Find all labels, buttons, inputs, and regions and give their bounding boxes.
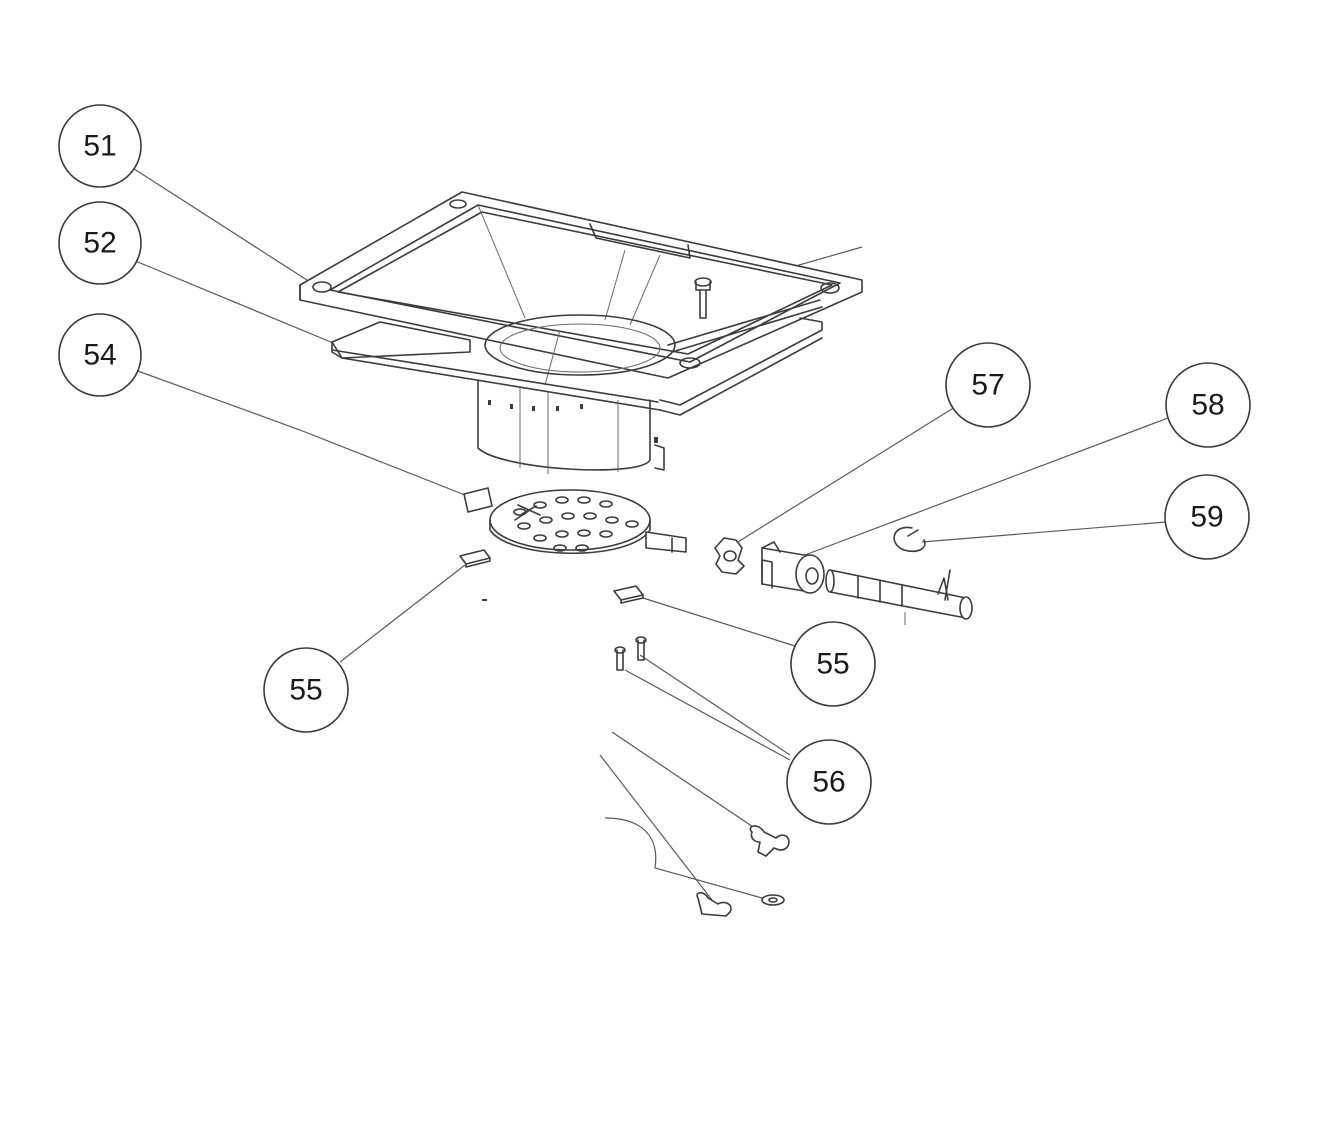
leader-wingnut-lower: [599, 754, 713, 901]
coupling-part-57: [714, 537, 745, 575]
callout-58: 58: [1165, 362, 1251, 448]
leader-51: [127, 164, 311, 283]
callout-label-54: 54: [83, 339, 116, 372]
callout-label-58: 58: [1191, 389, 1224, 422]
callout-59: 59: [1164, 474, 1250, 560]
speck: [482, 599, 487, 601]
callout-label-52: 52: [83, 227, 116, 260]
clip-part-55-left: [459, 549, 491, 568]
hopper-bolt: [694, 277, 712, 319]
leader-54: [134, 369, 466, 496]
wing-nut-upper: [749, 825, 790, 857]
e-clip-part-59: [893, 526, 926, 553]
wing-nut-lower: [696, 891, 732, 917]
leader-52: [132, 259, 339, 346]
leader-58: [804, 417, 1169, 556]
leader-56-b: [624, 669, 791, 761]
burn-pot-housing: [477, 379, 665, 474]
leader-57: [732, 406, 956, 546]
callout-54: 54: [58, 313, 142, 397]
hopper-frame-part-51: [299, 191, 863, 386]
callout-52: 52: [58, 201, 142, 285]
callout-label-55-left: 55: [289, 674, 322, 707]
auger-shaft: [825, 569, 973, 625]
callout-label-51: 51: [83, 130, 116, 163]
callout-label-56: 56: [812, 766, 845, 799]
callout-label-59: 59: [1190, 501, 1223, 534]
leader-55-left: [339, 564, 466, 663]
callout-label-57: 57: [971, 369, 1004, 402]
clip-part-55-right: [613, 585, 644, 604]
grate-part-54: [463, 487, 687, 555]
leader-lines: [127, 164, 1169, 901]
bushing-part-58: [761, 541, 825, 594]
leader-washer: [604, 817, 763, 899]
washer: [761, 894, 785, 906]
leader-55-right: [642, 597, 796, 647]
leader-wingnut-upper: [611, 731, 766, 836]
screws-part-56: [614, 636, 647, 671]
leader-59: [921, 521, 1167, 543]
callout-55-left: 55: [263, 647, 349, 733]
gasket-part-52: [331, 317, 823, 416]
callout-57: 57: [945, 342, 1031, 428]
callout-label-55-right: 55: [816, 648, 849, 681]
callout-51: 51: [58, 104, 142, 188]
callout-56: 56: [786, 739, 872, 825]
leader-56-a: [639, 654, 791, 756]
callout-55-right: 55: [790, 621, 876, 707]
